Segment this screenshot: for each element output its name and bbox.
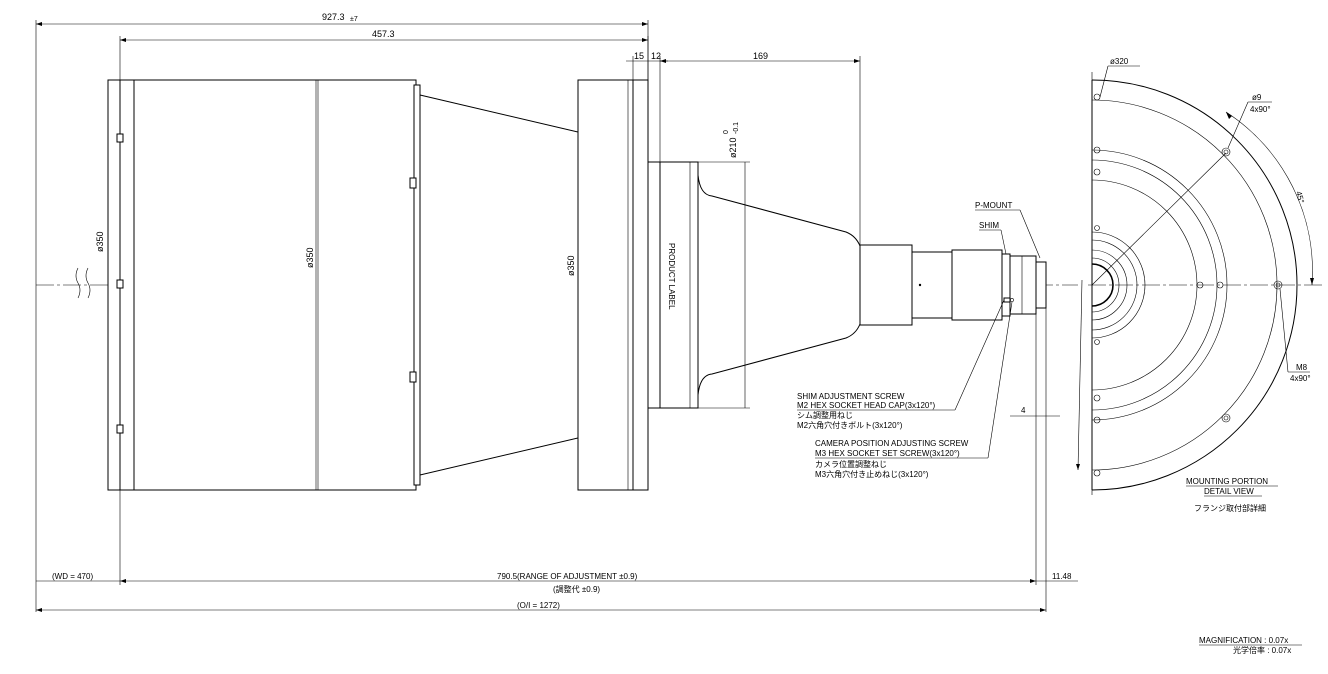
svg-text:15: 15: [634, 51, 644, 61]
detail-view-title-jp: フランジ取付部詳細: [1194, 503, 1266, 513]
svg-text:45°: 45°: [1294, 190, 1306, 204]
diameter-body-label: ø350: [305, 247, 315, 268]
svg-text:M3六角穴付き止めねじ(3x120°): M3六角穴付き止めねじ(3x120°): [815, 469, 929, 479]
svg-text:790.5(RANGE OF ADJUSTMENT ±0.9: 790.5(RANGE OF ADJUSTMENT ±0.9): [497, 572, 638, 581]
svg-text:457.3: 457.3: [372, 29, 395, 39]
svg-text:11.48: 11.48: [1052, 572, 1072, 581]
detail-view-subtitle: DETAIL VIEW: [1204, 487, 1254, 496]
svg-text:-0.1: -0.1: [733, 122, 740, 134]
product-label-text: PRODUCT LABEL: [667, 243, 676, 310]
magnification-note: MAGNIFICATION : 0.07x 光学倍率 : 0.07x: [1199, 636, 1302, 655]
svg-text:4x90°: 4x90°: [1250, 105, 1271, 114]
rear-cone: [697, 174, 861, 396]
svg-text:M8: M8: [1296, 363, 1308, 372]
svg-text:927.3: 927.3: [322, 12, 345, 22]
svg-text:P-MOUNT: P-MOUNT: [975, 201, 1012, 210]
svg-text:0: 0: [723, 130, 730, 134]
dim-oi: (O/I = 1272): [36, 601, 1046, 612]
svg-text:SHIM: SHIM: [979, 221, 999, 230]
svg-text:シム調整用ねじ: シム調整用ねじ: [797, 410, 853, 420]
svg-text:4: 4: [1021, 406, 1026, 415]
svg-text:ø210: ø210: [728, 137, 738, 158]
svg-text:±7: ±7: [350, 16, 358, 23]
svg-text:(WD = 470): (WD = 470): [52, 572, 93, 581]
shim-screw-callout: SHIM ADJUSTMENT SCREW M2 HEX SOCKET HEAD…: [797, 299, 1005, 430]
svg-text:CAMERA POSITION ADJUSTING SCRE: CAMERA POSITION ADJUSTING SCREW: [815, 439, 969, 448]
svg-text:ø9: ø9: [1252, 93, 1262, 102]
mounting-flange: [577, 79, 649, 491]
svg-text:(調整代 ±0.9): (調整代 ±0.9): [553, 584, 600, 594]
svg-text:12: 12: [651, 51, 661, 61]
svg-text:光学倍率 : 0.07x: 光学倍率 : 0.07x: [1233, 645, 1291, 655]
svg-text:(O/I = 1272): (O/I = 1272): [517, 601, 560, 610]
diameter-rear-dimension: ø210 0 -0.1: [698, 122, 750, 409]
detail-view-title: MOUNTING PORTION: [1186, 477, 1268, 486]
svg-text:MAGNIFICATION : 0.07x: MAGNIFICATION : 0.07x: [1199, 636, 1288, 645]
svg-text:M2六角穴付きボルト(3x120°): M2六角穴付きボルト(3x120°): [797, 420, 903, 430]
dim-adjustment-range: (WD = 470) 790.5(RANGE OF ADJUSTMENT ±0.…: [35, 285, 1078, 612]
svg-text:M3 HEX SOCKET SET SCREW(3x120°: M3 HEX SOCKET SET SCREW(3x120°): [815, 449, 960, 458]
camera-screw-callout: CAMERA POSITION ADJUSTING SCREW M3 HEX S…: [815, 301, 1013, 479]
svg-text:SHIM ADJUSTMENT SCREW: SHIM ADJUSTMENT SCREW: [797, 392, 905, 401]
svg-text:169: 169: [753, 51, 768, 61]
p-mount-callout: P-MOUNT: [975, 201, 1041, 259]
break-symbol: [75, 267, 91, 299]
shim-callout: SHIM: [979, 221, 1007, 255]
mounting-detail-view: ø320 ø9 4x90° 45° M8 4x90° MOUNTING PORT…: [1076, 57, 1322, 513]
mount-tube: [859, 244, 1047, 326]
dim-body-length: 457.3: [119, 29, 649, 80]
svg-text:ø320: ø320: [1110, 57, 1129, 66]
dim-shim-offset: 4: [1010, 308, 1060, 420]
svg-text:4x90°: 4x90°: [1290, 374, 1311, 383]
diameter-flange-label: ø350: [566, 255, 576, 276]
front-barrel: [107, 79, 421, 491]
diameter-front-label: ø350: [95, 231, 105, 252]
rear-block: [647, 161, 699, 409]
svg-text:カメラ位置調整ねじ: カメラ位置調整ねじ: [815, 459, 887, 469]
svg-text:M2 HEX SOCKET HEAD CAP(3x120°): M2 HEX SOCKET HEAD CAP(3x120°): [797, 401, 936, 410]
dim-rear-length: 169: [660, 51, 861, 245]
